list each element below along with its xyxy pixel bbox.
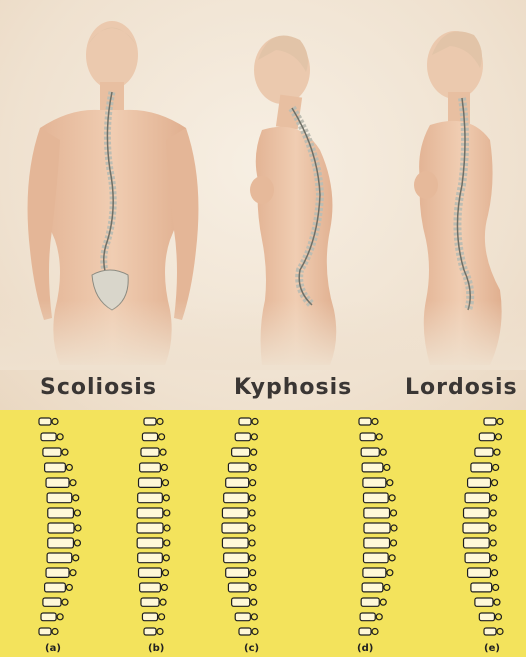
- kyphosis-label: Kyphosis: [234, 375, 352, 400]
- vertebra-icon: [479, 433, 501, 441]
- vertebra-icon: [43, 598, 68, 606]
- vertebra-icon: [364, 493, 396, 503]
- vertebra-icon: [359, 418, 378, 425]
- vertebra-icon: [362, 583, 390, 592]
- vertebra-icon: [222, 538, 255, 548]
- vertebra-icon: [39, 628, 58, 635]
- vertebra-icon: [139, 568, 169, 577]
- vertebra-icon: [471, 463, 499, 472]
- vertebra-icon: [359, 628, 378, 635]
- vertebra-icon: [363, 478, 393, 487]
- vertebra-icon: [224, 493, 256, 503]
- vertebra-icon: [239, 628, 258, 635]
- vertebra-icon: [232, 598, 257, 606]
- vertebra-icon: [464, 538, 497, 548]
- vertebra-icon: [228, 583, 256, 592]
- vertebra-icon: [239, 418, 258, 425]
- vertebra-icon: [363, 568, 393, 577]
- vertebra-icon: [141, 448, 166, 456]
- vertebra-icon: [48, 523, 81, 533]
- vertebra-icon: [137, 538, 170, 548]
- vertebra-icon: [484, 628, 503, 635]
- vertebra-icon: [465, 553, 497, 563]
- vertebra-icon: [45, 463, 73, 472]
- vertebrae-alignment-diagram: (a) (b) (c) (d) (e): [0, 410, 526, 657]
- vertebra-icon: [232, 448, 257, 456]
- vertebra-icon: [364, 538, 397, 548]
- vertebra-icon: [43, 448, 68, 456]
- vertebra-icon: [46, 478, 76, 487]
- vertebra-icon: [144, 418, 163, 425]
- vertebra-icon: [235, 613, 257, 621]
- vertebra-icon: [41, 433, 63, 441]
- scoliosis-label: Scoliosis: [40, 375, 157, 400]
- vertebra-icon: [45, 583, 73, 592]
- vertebra-icon: [226, 568, 256, 577]
- vertebra-icon: [361, 448, 386, 456]
- vertebra-icon: [138, 493, 170, 503]
- vertebra-icon: [364, 523, 397, 533]
- vertebrae-drawing: [0, 410, 526, 657]
- vertebra-icon: [463, 523, 496, 533]
- vertebra-icon: [471, 583, 499, 592]
- vertebra-icon: [137, 523, 170, 533]
- vertebra-icon: [41, 613, 63, 621]
- vertebra-icon: [140, 583, 168, 592]
- vertebra-icon: [226, 478, 256, 487]
- vertebra-icon: [48, 508, 81, 518]
- vertebra-icon: [47, 553, 79, 563]
- vertebra-icon: [137, 508, 170, 518]
- pane-label-a: (a): [45, 643, 61, 654]
- vertebra-icon: [360, 433, 382, 441]
- vertebra-icon: [484, 418, 503, 425]
- vertebra-icon: [141, 598, 166, 606]
- vertebra-icon: [475, 598, 500, 606]
- vertebra-icon: [222, 508, 255, 518]
- pane-label-c: (c): [244, 643, 259, 654]
- vertebra-icon: [364, 508, 397, 518]
- pane-label-b: (b): [148, 643, 164, 654]
- vertebra-icon: [465, 493, 497, 503]
- vertebra-icon: [48, 538, 81, 548]
- vertebra-icon: [468, 478, 498, 487]
- vertebra-icon: [468, 568, 498, 577]
- vertebra-icon: [362, 463, 390, 472]
- vertebra-icon: [464, 508, 497, 518]
- vertebra-icon: [47, 493, 79, 503]
- lordosis-label: Lordosis: [405, 375, 518, 400]
- figures-drawing: [0, 0, 526, 410]
- vertebra-icon: [360, 613, 382, 621]
- vertebra-icon: [39, 418, 58, 425]
- vertebra-icon: [228, 463, 256, 472]
- pane-label-d: (d): [357, 643, 373, 654]
- vertebra-icon: [142, 613, 164, 621]
- vertebra-icon: [139, 478, 169, 487]
- vertebra-icon: [138, 553, 170, 563]
- vertebra-icon: [475, 448, 500, 456]
- vertebra-icon: [222, 523, 255, 533]
- spine-conditions-illustration: Scoliosis Kyphosis Lordosis: [0, 0, 526, 410]
- vertebra-icon: [479, 613, 501, 621]
- vertebra-icon: [224, 553, 256, 563]
- vertebra-icon: [235, 433, 257, 441]
- vertebra-icon: [364, 553, 396, 563]
- pane-label-e: (e): [484, 643, 500, 654]
- vertebra-icon: [140, 463, 168, 472]
- vertebra-icon: [142, 433, 164, 441]
- vertebra-icon: [361, 598, 386, 606]
- vertebra-icon: [144, 628, 163, 635]
- vertebra-icon: [46, 568, 76, 577]
